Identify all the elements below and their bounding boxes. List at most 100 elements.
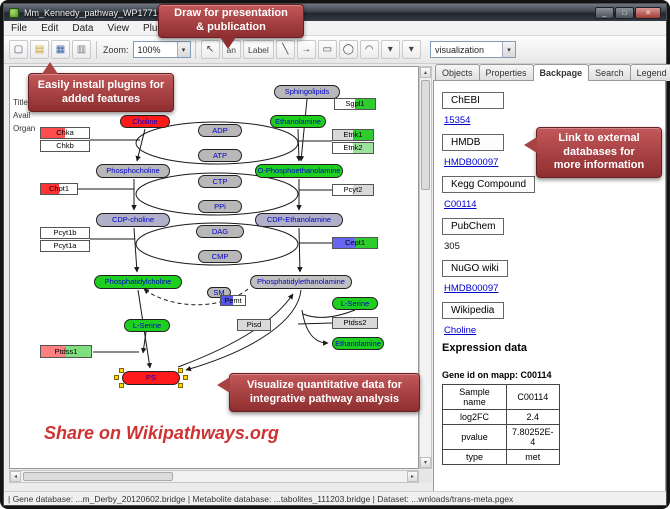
backpage-link-kegg-compound[interactable]: C00114 (444, 199, 477, 210)
node-pcyt1a[interactable]: Pcyt1a (40, 240, 90, 252)
node-adp[interactable]: ADP (198, 124, 242, 137)
backpage-value-hmdb: HMDB00097 (444, 157, 657, 168)
menu-item-edit[interactable]: Edit (41, 22, 59, 34)
scroll-left-icon[interactable]: ◂ (10, 471, 21, 482)
node-l-serine[interactable]: L-Serine (124, 319, 170, 332)
node-ptdss1[interactable]: Ptdss1 (40, 345, 92, 358)
node-ps[interactable]: PS (114, 368, 188, 388)
horizontal-scrollbar-thumb[interactable] (23, 472, 173, 481)
canvas-vertical-scrollbar[interactable]: ▴ ▾ (419, 66, 432, 469)
node-phosphatidylethanolamine[interactable]: Phosphatidylethanolamine (250, 275, 352, 289)
selection-handle[interactable] (119, 383, 124, 388)
node-cmp[interactable]: CMP (198, 250, 242, 263)
node-sgpl1[interactable]: Sgpl1 (334, 98, 376, 110)
selection-handle[interactable] (114, 375, 119, 380)
scroll-right-icon[interactable]: ▸ (407, 471, 418, 482)
selection-handle[interactable] (119, 368, 124, 373)
node-sphingolipids[interactable]: Sphingolipids (274, 85, 340, 99)
expression-cell: log2FC (442, 409, 507, 425)
maximize-button[interactable]: □ (615, 6, 634, 19)
node-choline[interactable]: Choline (120, 115, 170, 128)
callout-draw-presentation: Draw for presentation & publication (158, 4, 304, 38)
node-etnk1[interactable]: Etnk1 (332, 129, 374, 141)
node-cdp-ethanolamine[interactable]: CDP-Ethanolamine (255, 213, 343, 227)
node-ppi[interactable]: PPi (198, 200, 242, 213)
selection-handle[interactable] (183, 375, 188, 380)
node-cdp-choline[interactable]: CDP-choline (96, 213, 170, 227)
backpage-value-chebi: 15354 (444, 115, 657, 126)
backpage-header-wikipedia: Wikipedia (442, 302, 504, 319)
selection-handle[interactable] (178, 383, 183, 388)
node-ctp[interactable]: CTP (198, 175, 242, 188)
node-ptdss2[interactable]: Ptdss2 (332, 317, 378, 329)
node-chkb[interactable]: Chkb (40, 140, 90, 152)
backpage-link-wikipedia[interactable]: Choline (444, 325, 477, 336)
node-chka[interactable]: Chka (40, 127, 90, 139)
selection-handle[interactable] (178, 368, 183, 373)
zoom-dropdown-arrow-icon[interactable]: ▾ (176, 42, 190, 57)
node-pemt[interactable]: Pemt (220, 295, 246, 306)
tab-backpage[interactable]: Backpage (532, 64, 590, 81)
shapes-dropdown[interactable]: ▾ (380, 40, 400, 59)
vertical-scrollbar-thumb[interactable] (421, 80, 430, 190)
ellipse-tool[interactable]: ◯ (338, 40, 358, 59)
zoom-combobox[interactable]: 100% ▾ (132, 41, 191, 58)
backpage-header-kegg-compound: Kegg Compound (442, 176, 536, 193)
connector-dropdown[interactable]: ▾ (401, 40, 421, 59)
select-tool[interactable]: ↖ (200, 40, 220, 59)
scroll-up-icon[interactable]: ▴ (420, 67, 431, 78)
gene-id-line: Gene id on mapp: C00114 (442, 370, 552, 380)
menu-item-file[interactable]: File (11, 22, 28, 34)
node-pisd[interactable]: Pisd (237, 319, 271, 331)
scrollbar-corner (419, 470, 432, 483)
visualization-dropdown-arrow-icon[interactable]: ▾ (502, 42, 515, 57)
backpage-value-kegg-compound: C00114 (444, 199, 657, 210)
node-sm[interactable]: SM (207, 287, 231, 298)
arrow-tool[interactable]: → (296, 40, 316, 59)
new-pathway-button[interactable]: ▢ (9, 40, 28, 59)
tab-objects[interactable]: Objects (435, 64, 480, 81)
node-ethanolamine[interactable]: Ethanolamine (270, 115, 326, 128)
line-tool[interactable]: ╲ (275, 40, 295, 59)
node-dag[interactable]: DAG (196, 225, 244, 238)
node-l-serine[interactable]: L-Serine (332, 297, 378, 310)
backpage-link-nugo-wiki[interactable]: HMDB00097 (444, 283, 499, 294)
tab-search[interactable]: Search (588, 64, 631, 81)
node-etnk2[interactable]: Etnk2 (332, 142, 374, 154)
save-pathway-button[interactable]: ▦ (51, 40, 70, 59)
node-atp[interactable]: ATP (198, 149, 242, 162)
node-cept1[interactable]: Cept1 (332, 237, 378, 249)
node-pcyt1b[interactable]: Pcyt1b (40, 227, 90, 239)
visualization-combobox[interactable]: visualization ▾ (430, 41, 516, 58)
callout-external-databases: Link to external databases for more info… (536, 127, 662, 178)
tab-properties[interactable]: Properties (478, 64, 534, 81)
backpage-header-hmdb: HMDB (442, 134, 504, 151)
menu-item-data[interactable]: Data (72, 22, 94, 34)
backpage-link-chebi[interactable]: 15354 (444, 115, 471, 126)
pathway-arrows (78, 98, 356, 372)
arc-tool[interactable]: ◠ (359, 40, 379, 59)
node-o-phosphoethanolamine[interactable]: O-Phosphoethanolamine (255, 164, 343, 178)
menu-item-view[interactable]: View (107, 22, 129, 34)
open-pathway-button[interactable]: ▤ (30, 40, 49, 59)
node-phosphatidylcholine[interactable]: Phosphatidylcholine (94, 275, 182, 289)
titlebar[interactable]: Mm_Kennedy_pathway_WP1771_45176.gpml _ □… (4, 4, 666, 21)
scroll-down-icon[interactable]: ▾ (420, 457, 431, 468)
tab-legend[interactable]: Legend (629, 64, 670, 81)
close-button[interactable]: ✕ (635, 6, 661, 19)
canvas-horizontal-scrollbar[interactable]: ◂ ▸ (9, 470, 419, 483)
backpage-link-hmdb[interactable]: HMDB00097 (444, 157, 499, 168)
node-ethanolamine[interactable]: Ethanolamine (332, 337, 384, 350)
label-tool[interactable]: Label (242, 40, 274, 59)
node-chpt1[interactable]: Chpt1 (40, 183, 78, 195)
node-pcyt2[interactable]: Pcyt2 (332, 184, 374, 196)
node-phosphocholine[interactable]: Phosphocholine (96, 164, 170, 178)
minimize-button[interactable]: _ (595, 6, 614, 19)
import-button[interactable]: ▥ (72, 40, 91, 59)
rectangle-tool[interactable]: ▭ (317, 40, 337, 59)
backpage-value-nugo-wiki: HMDB00097 (444, 283, 657, 294)
